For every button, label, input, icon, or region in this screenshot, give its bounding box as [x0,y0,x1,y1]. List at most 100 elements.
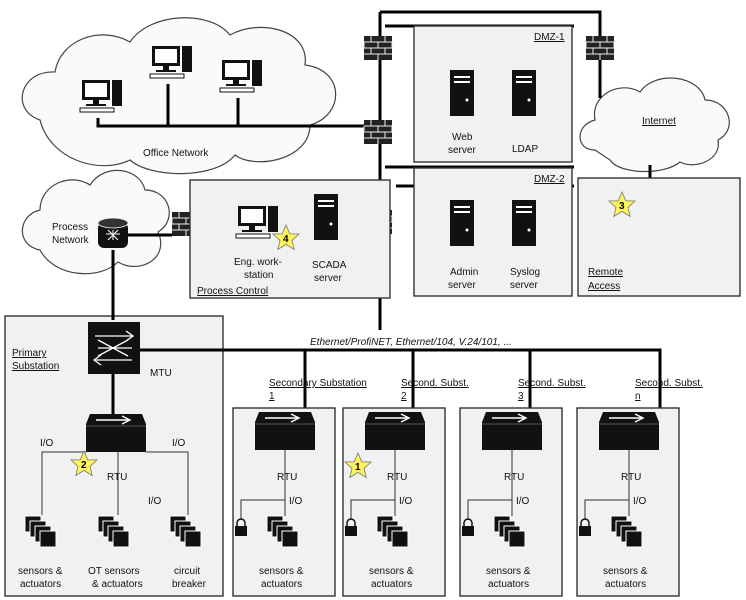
devices-label-line2: actuators [605,579,646,590]
substation-title-line2: 3 [518,391,524,402]
web-server-icon [450,70,474,116]
rtu-icon [598,411,660,451]
io-label: I/O [516,496,530,507]
star-marker-3: 3 [608,191,636,217]
rtu-icon [481,411,543,451]
svg-text:3: 3 [619,201,625,212]
rtu-label: RTU [504,472,524,483]
dmz2-zone: DMZ-2 Admin server Syslog server [413,167,573,297]
mtu-icon [88,322,140,374]
primary-dev3-line2: breaker [172,579,207,590]
eng-ws-label-line2: station [244,270,273,281]
primary-io-mid-label: I/O [148,496,162,507]
devices-label-line2: actuators [261,579,302,590]
primary-io-left-label: I/O [40,438,54,449]
admin-label-line1: Admin [450,267,478,278]
substation-title-line2: n [635,391,641,402]
io-label: I/O [289,496,303,507]
web-server-label-line1: Web [452,132,473,143]
scada-server-icon [314,194,338,240]
firewall-icon [363,35,393,61]
protocol-bus-label: Ethernet/ProfiNET, Ethernet/104, V.24/10… [310,337,512,348]
router-icon [97,217,129,248]
devices-label-line1: sensors & [259,566,304,577]
syslog-label-line2: server [510,280,538,291]
dmz2-label: DMZ-2 [534,174,565,185]
substation-title-line1: Second. Subst. [401,378,469,389]
web-server-label-line2: server [448,145,476,156]
lock-line [467,499,512,520]
star-marker-4: 4 [272,224,300,250]
eng-ws-label-line1: Eng. work- [234,257,282,268]
scada-label-line2: server [314,273,342,284]
primary-rtu-icon [85,413,147,453]
remote-access-label-line1: Remote [588,267,623,278]
internet-cloud: Internet [579,77,730,173]
svg-text:1: 1 [355,462,361,473]
devices-label-line1: sensors & [486,566,531,577]
rtu-label: RTU [387,472,407,483]
primary-io-right-label: I/O [172,438,186,449]
office-network-cloud: Office Network [21,17,372,175]
primary-rtu-label: RTU [107,472,127,483]
scada-label-line1: SCADA [312,260,347,271]
io-label: I/O [633,496,647,507]
primary-dev1-line1: sensors & [18,566,63,577]
syslog-label-line1: Syslog [510,267,540,278]
firewall-icon [363,119,393,145]
admin-server-icon [450,200,474,246]
substation-title-line1: Second. Subst. [635,378,703,389]
primary-substation-label-line1: Primary [12,348,46,359]
lock-line [240,499,285,520]
rtu-label: RTU [277,472,297,483]
rtu-label: RTU [621,472,641,483]
substation-title-line1: Second. Subst. [518,378,586,389]
mtu-label: MTU [150,368,172,379]
rtu-icon [254,411,316,451]
star-marker-1: 1 [344,452,372,478]
primary-dev3-line1: circuit [174,566,200,577]
admin-label-line2: server [448,280,476,291]
primary-dev2-line2: & actuators [92,579,143,590]
dmz1-label: DMZ-1 [534,32,565,43]
svg-text:2: 2 [81,460,87,471]
primary-substation-zone: Primary Substation MTU RTU I/O I/O I/O s… [4,250,224,597]
io-label: I/O [399,496,413,507]
primary-substation-label-line2: Substation [12,361,59,372]
process-network-cloud: Process Network [21,169,170,275]
devices-label-line2: actuators [488,579,529,590]
primary-dev2-line1: OT sensors [88,566,140,577]
internet-label: Internet [642,116,676,127]
substation-title-line1: Secondary Substation [269,378,367,389]
firewall-icon [585,35,615,61]
process-network-label-line2: Network [52,235,90,246]
substation-title-line2: 2 [401,391,407,402]
lock-line [350,499,395,520]
remote-access-zone: Remote Access [577,177,741,297]
primary-dev1-line2: actuators [20,579,61,590]
ldap-server-icon [512,70,536,116]
lock-line [584,499,629,520]
office-network-label: Office Network [143,148,209,159]
devices-label-line1: sensors & [369,566,414,577]
process-control-label: Process Control [197,286,268,297]
remote-access-label-line2: Access [588,281,620,292]
star-marker-2: 2 [70,450,98,476]
devices-label-line2: actuators [371,579,412,590]
devices-label-line1: sensors & [603,566,648,577]
svg-text:4: 4 [283,234,289,245]
rtu-icon [364,411,426,451]
syslog-server-icon [512,200,536,246]
dmz1-zone: DMZ-1 Web server LDAP [413,25,573,163]
process-control-zone: Eng. work- station SCADA server Process … [189,179,391,299]
field-bus-wire [140,348,662,408]
substation-title-line2: 1 [269,391,275,402]
process-network-label-line1: Process [52,222,88,233]
ldap-label: LDAP [512,144,538,155]
